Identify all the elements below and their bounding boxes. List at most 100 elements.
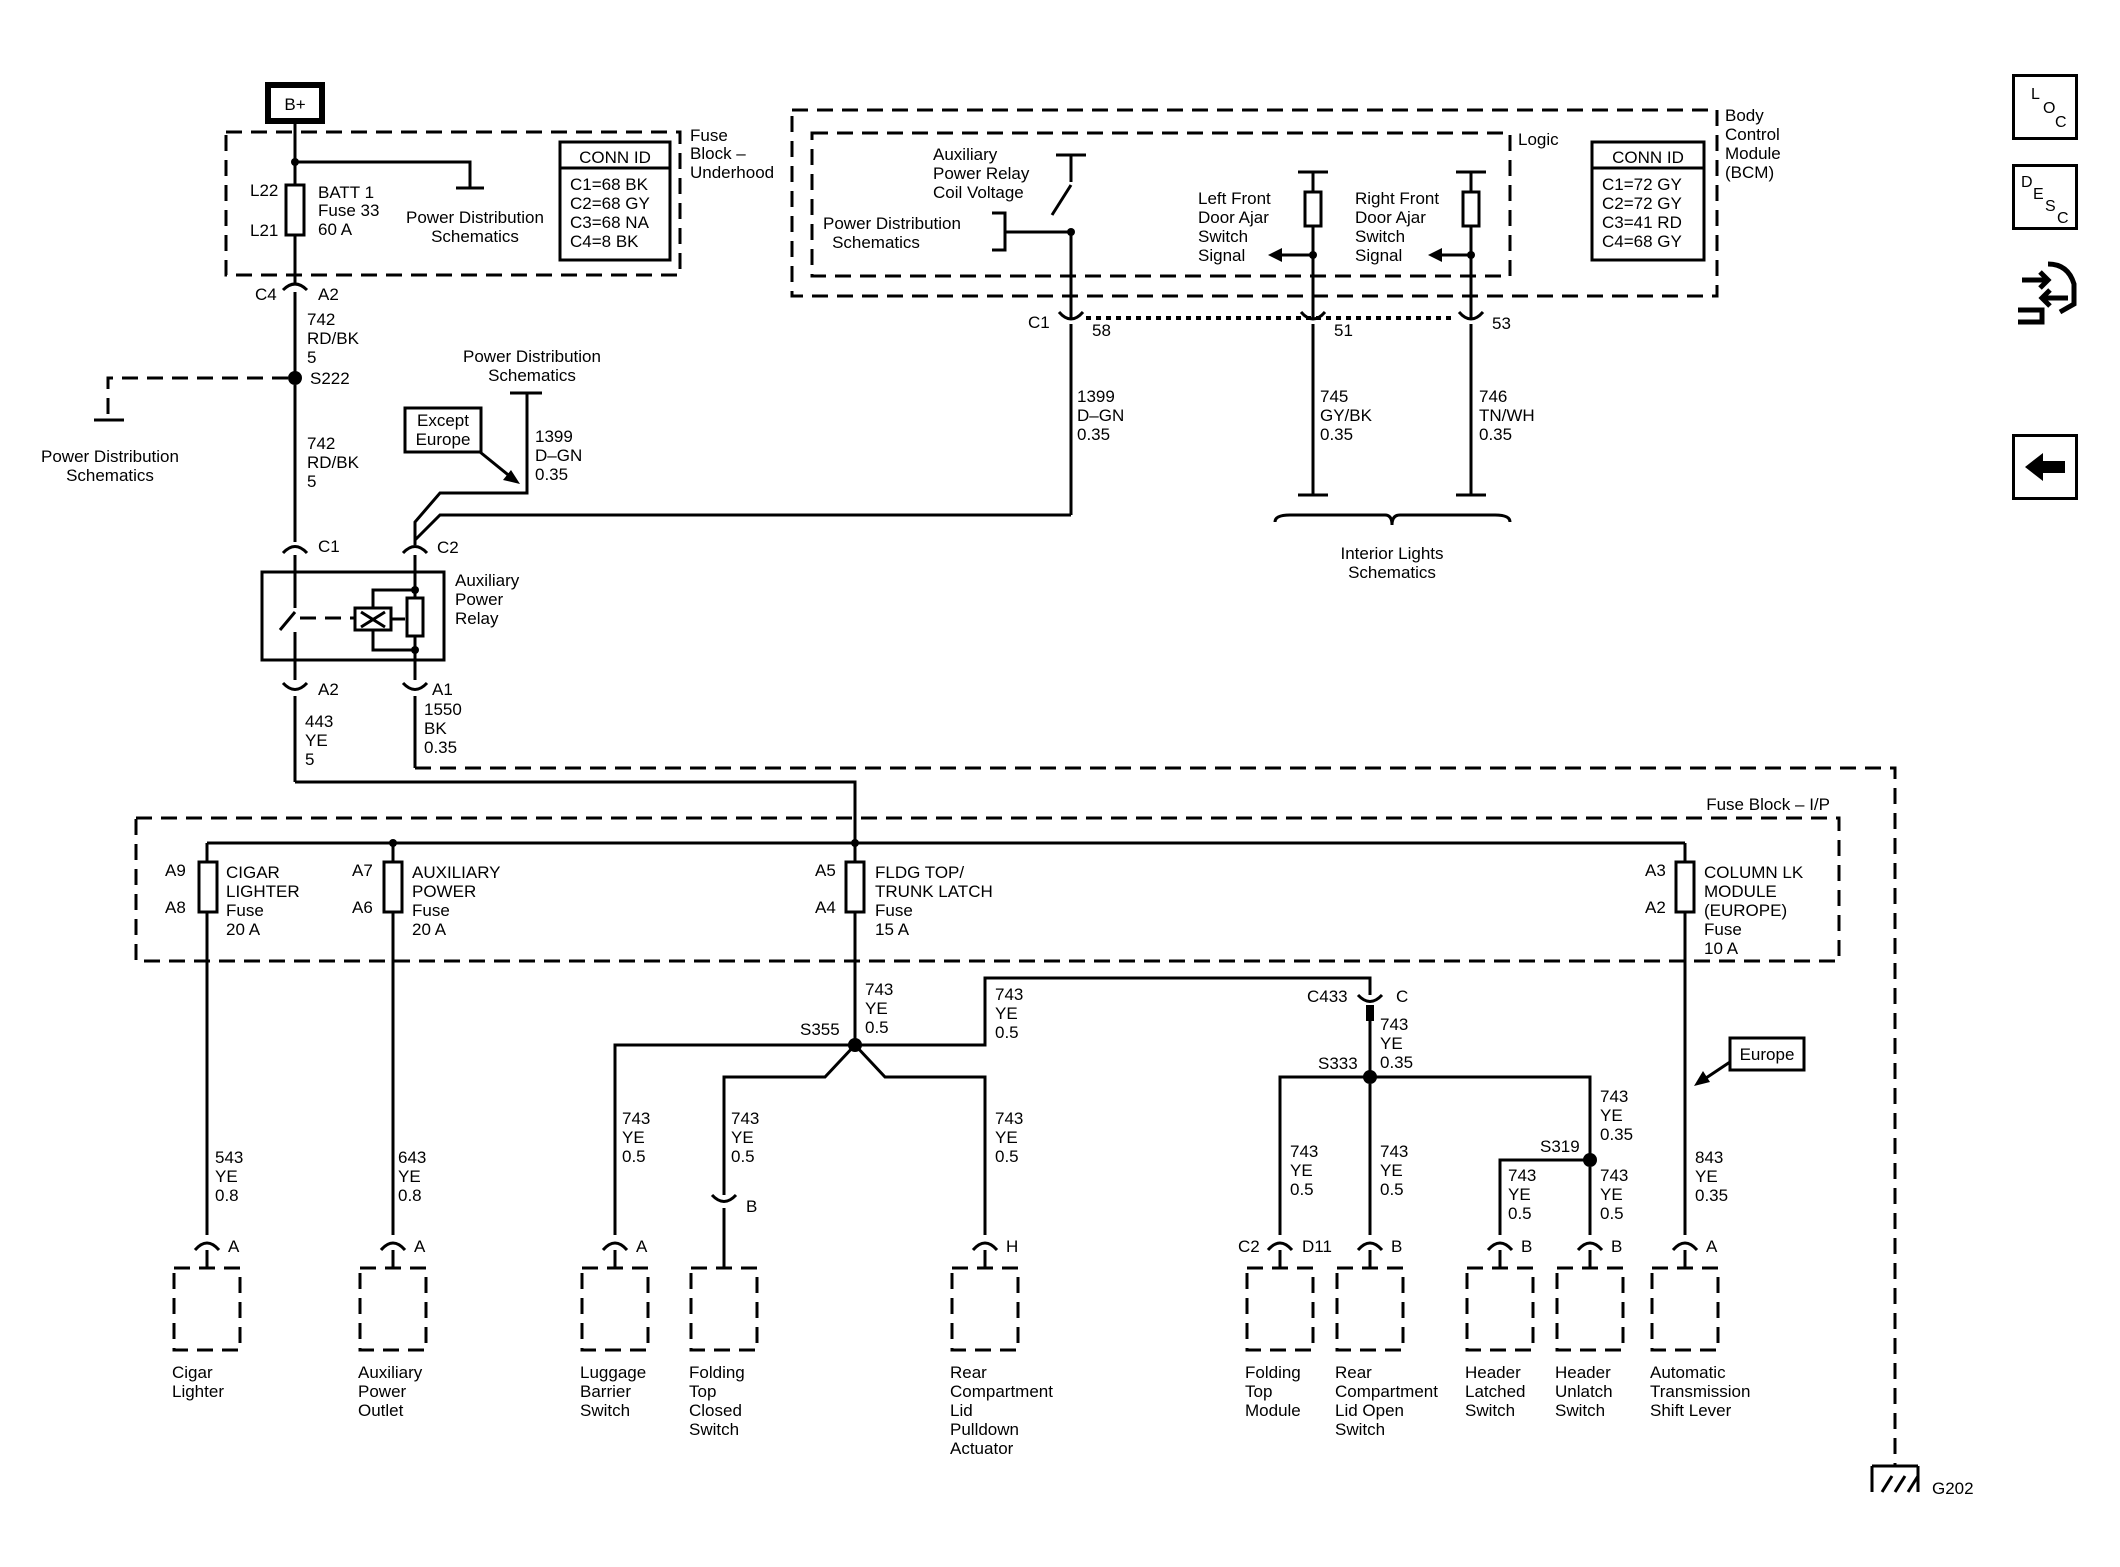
splice-s222 xyxy=(288,371,302,385)
svg-text:YE: YE xyxy=(622,1128,645,1147)
svg-text:A6: A6 xyxy=(352,898,373,917)
svg-text:0.5: 0.5 xyxy=(865,1018,889,1037)
svg-text:COLUMN LK: COLUMN LK xyxy=(1704,863,1804,882)
svg-text:Schematics: Schematics xyxy=(832,233,920,252)
svg-text:B: B xyxy=(1611,1237,1622,1256)
svg-text:Switch: Switch xyxy=(580,1401,630,1420)
svg-text:A: A xyxy=(636,1237,648,1256)
svg-text:YE: YE xyxy=(1380,1161,1403,1180)
svg-text:Fuse: Fuse xyxy=(875,901,913,920)
loc-icon: L O C xyxy=(2031,86,2067,131)
svg-text:20 A: 20 A xyxy=(412,920,447,939)
back-button[interactable] xyxy=(2012,434,2078,500)
svg-text:C2: C2 xyxy=(1238,1237,1260,1256)
relay-label: Auxiliary xyxy=(455,571,520,590)
svg-text:B: B xyxy=(1521,1237,1532,1256)
svg-text:53: 53 xyxy=(1492,314,1511,333)
svg-text:E: E xyxy=(2033,186,2044,203)
svg-text:C: C xyxy=(2055,114,2067,131)
svg-text:Rear: Rear xyxy=(950,1363,987,1382)
svg-text:Logic: Logic xyxy=(1518,130,1559,149)
svg-text:0.5: 0.5 xyxy=(995,1147,1019,1166)
svg-text:YE: YE xyxy=(305,731,328,750)
desc-icon: D E S C xyxy=(2021,174,2069,227)
svg-text:Fuse 33: Fuse 33 xyxy=(318,201,379,220)
svg-text:C2: C2 xyxy=(437,538,459,557)
component-folding-top-closed-switch xyxy=(689,1266,759,1352)
svg-text:Switch: Switch xyxy=(1198,227,1248,246)
svg-text:A2: A2 xyxy=(318,285,339,304)
svg-text:742: 742 xyxy=(307,434,335,453)
svg-text:Except: Except xyxy=(417,411,469,430)
svg-text:Power Relay: Power Relay xyxy=(933,164,1030,183)
back-arrow-icon xyxy=(2025,453,2065,481)
svg-text:Control: Control xyxy=(1725,125,1780,144)
svg-text:YE: YE xyxy=(215,1167,238,1186)
svg-text:Switch: Switch xyxy=(1555,1401,1605,1420)
svg-text:Europe: Europe xyxy=(1740,1045,1795,1064)
svg-text:D–GN: D–GN xyxy=(535,446,582,465)
svg-text:Auxiliary: Auxiliary xyxy=(933,145,998,164)
svg-text:A9: A9 xyxy=(165,861,186,880)
svg-text:D–GN: D–GN xyxy=(1077,406,1124,425)
svg-text:Power: Power xyxy=(358,1382,407,1401)
fuse-column-lk-module xyxy=(1674,860,1696,914)
svg-text:Switch: Switch xyxy=(689,1420,739,1439)
fuse-block-underhood-title: Fuse xyxy=(690,126,728,145)
svg-text:A5: A5 xyxy=(815,861,836,880)
desc-button[interactable]: D E S C xyxy=(2012,164,2078,230)
svg-text:15 A: 15 A xyxy=(875,920,910,939)
svg-text:A: A xyxy=(414,1237,426,1256)
svg-text:GY/BK: GY/BK xyxy=(1320,406,1373,425)
svg-text:Lid: Lid xyxy=(950,1401,973,1420)
svg-text:Lid Open: Lid Open xyxy=(1335,1401,1404,1420)
bcm-logic-boundary xyxy=(810,131,1512,278)
svg-text:0.8: 0.8 xyxy=(215,1186,239,1205)
svg-text:B: B xyxy=(1391,1237,1402,1256)
svg-text:C1: C1 xyxy=(1028,313,1050,332)
svg-text:Fuse: Fuse xyxy=(1704,920,1742,939)
svg-text:(EUROPE): (EUROPE) xyxy=(1704,901,1787,920)
svg-text:B: B xyxy=(746,1197,757,1216)
component-header-unlatch-switch xyxy=(1555,1266,1625,1352)
svg-text:Folding: Folding xyxy=(689,1363,745,1382)
svg-text:743: 743 xyxy=(1290,1142,1318,1161)
svg-text:743: 743 xyxy=(1600,1087,1628,1106)
svg-text:A3: A3 xyxy=(1645,861,1666,880)
svg-text:Auxiliary: Auxiliary xyxy=(358,1363,423,1382)
svg-text:RD/BK: RD/BK xyxy=(307,453,360,472)
svg-text:TN/WH: TN/WH xyxy=(1479,406,1535,425)
svg-text:Schematics: Schematics xyxy=(1348,563,1436,582)
svg-text:L22: L22 xyxy=(250,181,278,200)
loc-button[interactable]: L O C xyxy=(2012,74,2078,140)
svg-text:(BCM): (BCM) xyxy=(1725,163,1774,182)
svg-text:C3=41 RD: C3=41 RD xyxy=(1602,213,1682,232)
svg-text:643: 643 xyxy=(398,1148,426,1167)
svg-text:C4=8 BK: C4=8 BK xyxy=(570,232,639,251)
svg-text:0.5: 0.5 xyxy=(1380,1180,1404,1199)
svg-text:0.5: 0.5 xyxy=(1290,1180,1314,1199)
svg-text:D: D xyxy=(2021,174,2033,191)
connector-harness-button[interactable] xyxy=(2012,250,2078,336)
svg-text:743: 743 xyxy=(1508,1166,1536,1185)
svg-text:RD/BK: RD/BK xyxy=(307,329,360,348)
component-rear-compartment-lid-open-switch xyxy=(1335,1266,1405,1352)
svg-text:FLDG TOP/: FLDG TOP/ xyxy=(875,863,964,882)
svg-text:CIGAR: CIGAR xyxy=(226,863,280,882)
svg-text:843: 843 xyxy=(1695,1148,1723,1167)
svg-text:Fuse: Fuse xyxy=(412,901,450,920)
component-rear-compartment-lid-pulldown-actuator xyxy=(950,1266,1020,1352)
svg-text:743: 743 xyxy=(1600,1166,1628,1185)
svg-text:Compartment: Compartment xyxy=(950,1382,1053,1401)
svg-text:Cigar: Cigar xyxy=(172,1363,213,1382)
svg-text:L: L xyxy=(2031,86,2040,103)
svg-text:Latched: Latched xyxy=(1465,1382,1526,1401)
svg-text:Shift Lever: Shift Lever xyxy=(1650,1401,1732,1420)
svg-text:C1=68 BK: C1=68 BK xyxy=(570,175,649,194)
svg-text:746: 746 xyxy=(1479,387,1507,406)
component-auxiliary-power-outlet xyxy=(358,1266,428,1352)
svg-text:51: 51 xyxy=(1334,321,1353,340)
svg-text:YE: YE xyxy=(865,999,888,1018)
svg-text:Top: Top xyxy=(689,1382,716,1401)
